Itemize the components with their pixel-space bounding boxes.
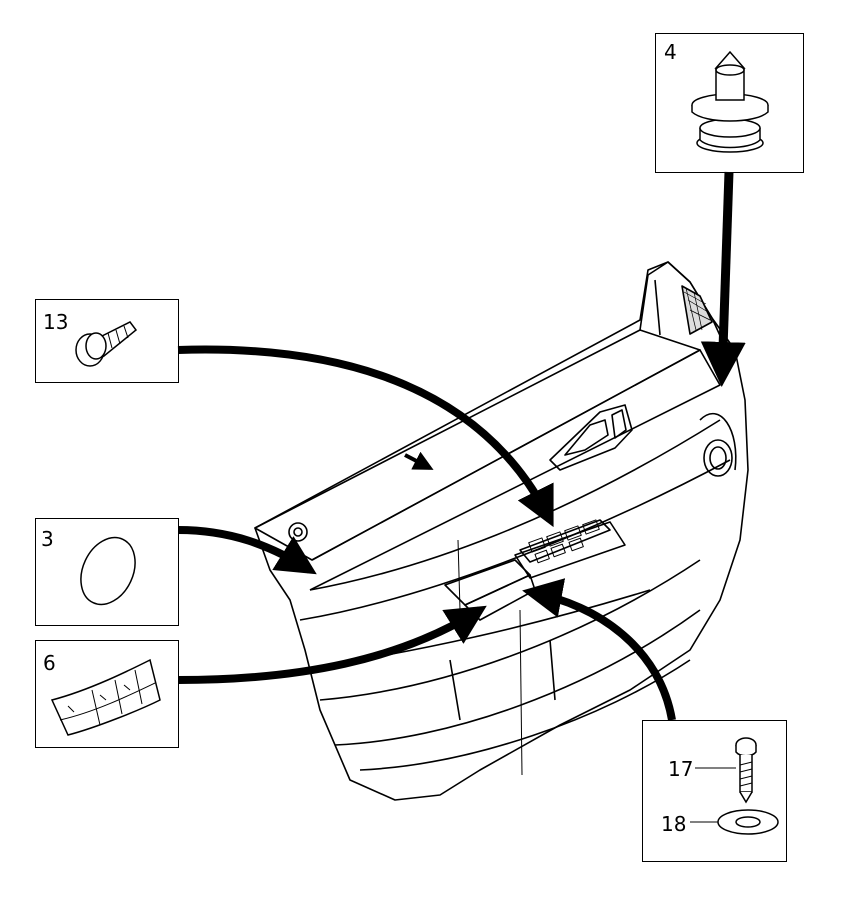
callout-number-18: 18 [661, 812, 687, 836]
leader-4 [700, 171, 746, 387]
leader-17-18 [522, 578, 676, 721]
callout-box-3: 3 [35, 518, 179, 626]
callout-number-17: 17 [668, 757, 694, 781]
callout-box-13: 13 [35, 299, 179, 383]
callout-number-6: 6 [43, 651, 56, 675]
leader-13 [177, 345, 554, 528]
clip-part-4 [691, 50, 769, 153]
callout-number-13: 13 [43, 310, 69, 334]
leader-6 [177, 605, 487, 684]
screw-part-13 [75, 321, 138, 367]
leader-3 [177, 526, 317, 575]
leader-lines [177, 171, 746, 721]
callout-number-4: 4 [664, 40, 677, 64]
seal-part-3 [80, 536, 136, 606]
door-trim-panel [254, 261, 749, 801]
callout-box-17-18: 17 18 [642, 720, 787, 862]
callout-pointers [690, 767, 736, 823]
washer-part-18 [717, 809, 779, 835]
callout-number-3: 3 [41, 527, 54, 551]
callout-box-6: 6 [35, 640, 179, 748]
bolt-part-17 [735, 737, 757, 804]
callout-box-4: 4 [655, 33, 804, 173]
bezel-part-6 [50, 658, 161, 736]
